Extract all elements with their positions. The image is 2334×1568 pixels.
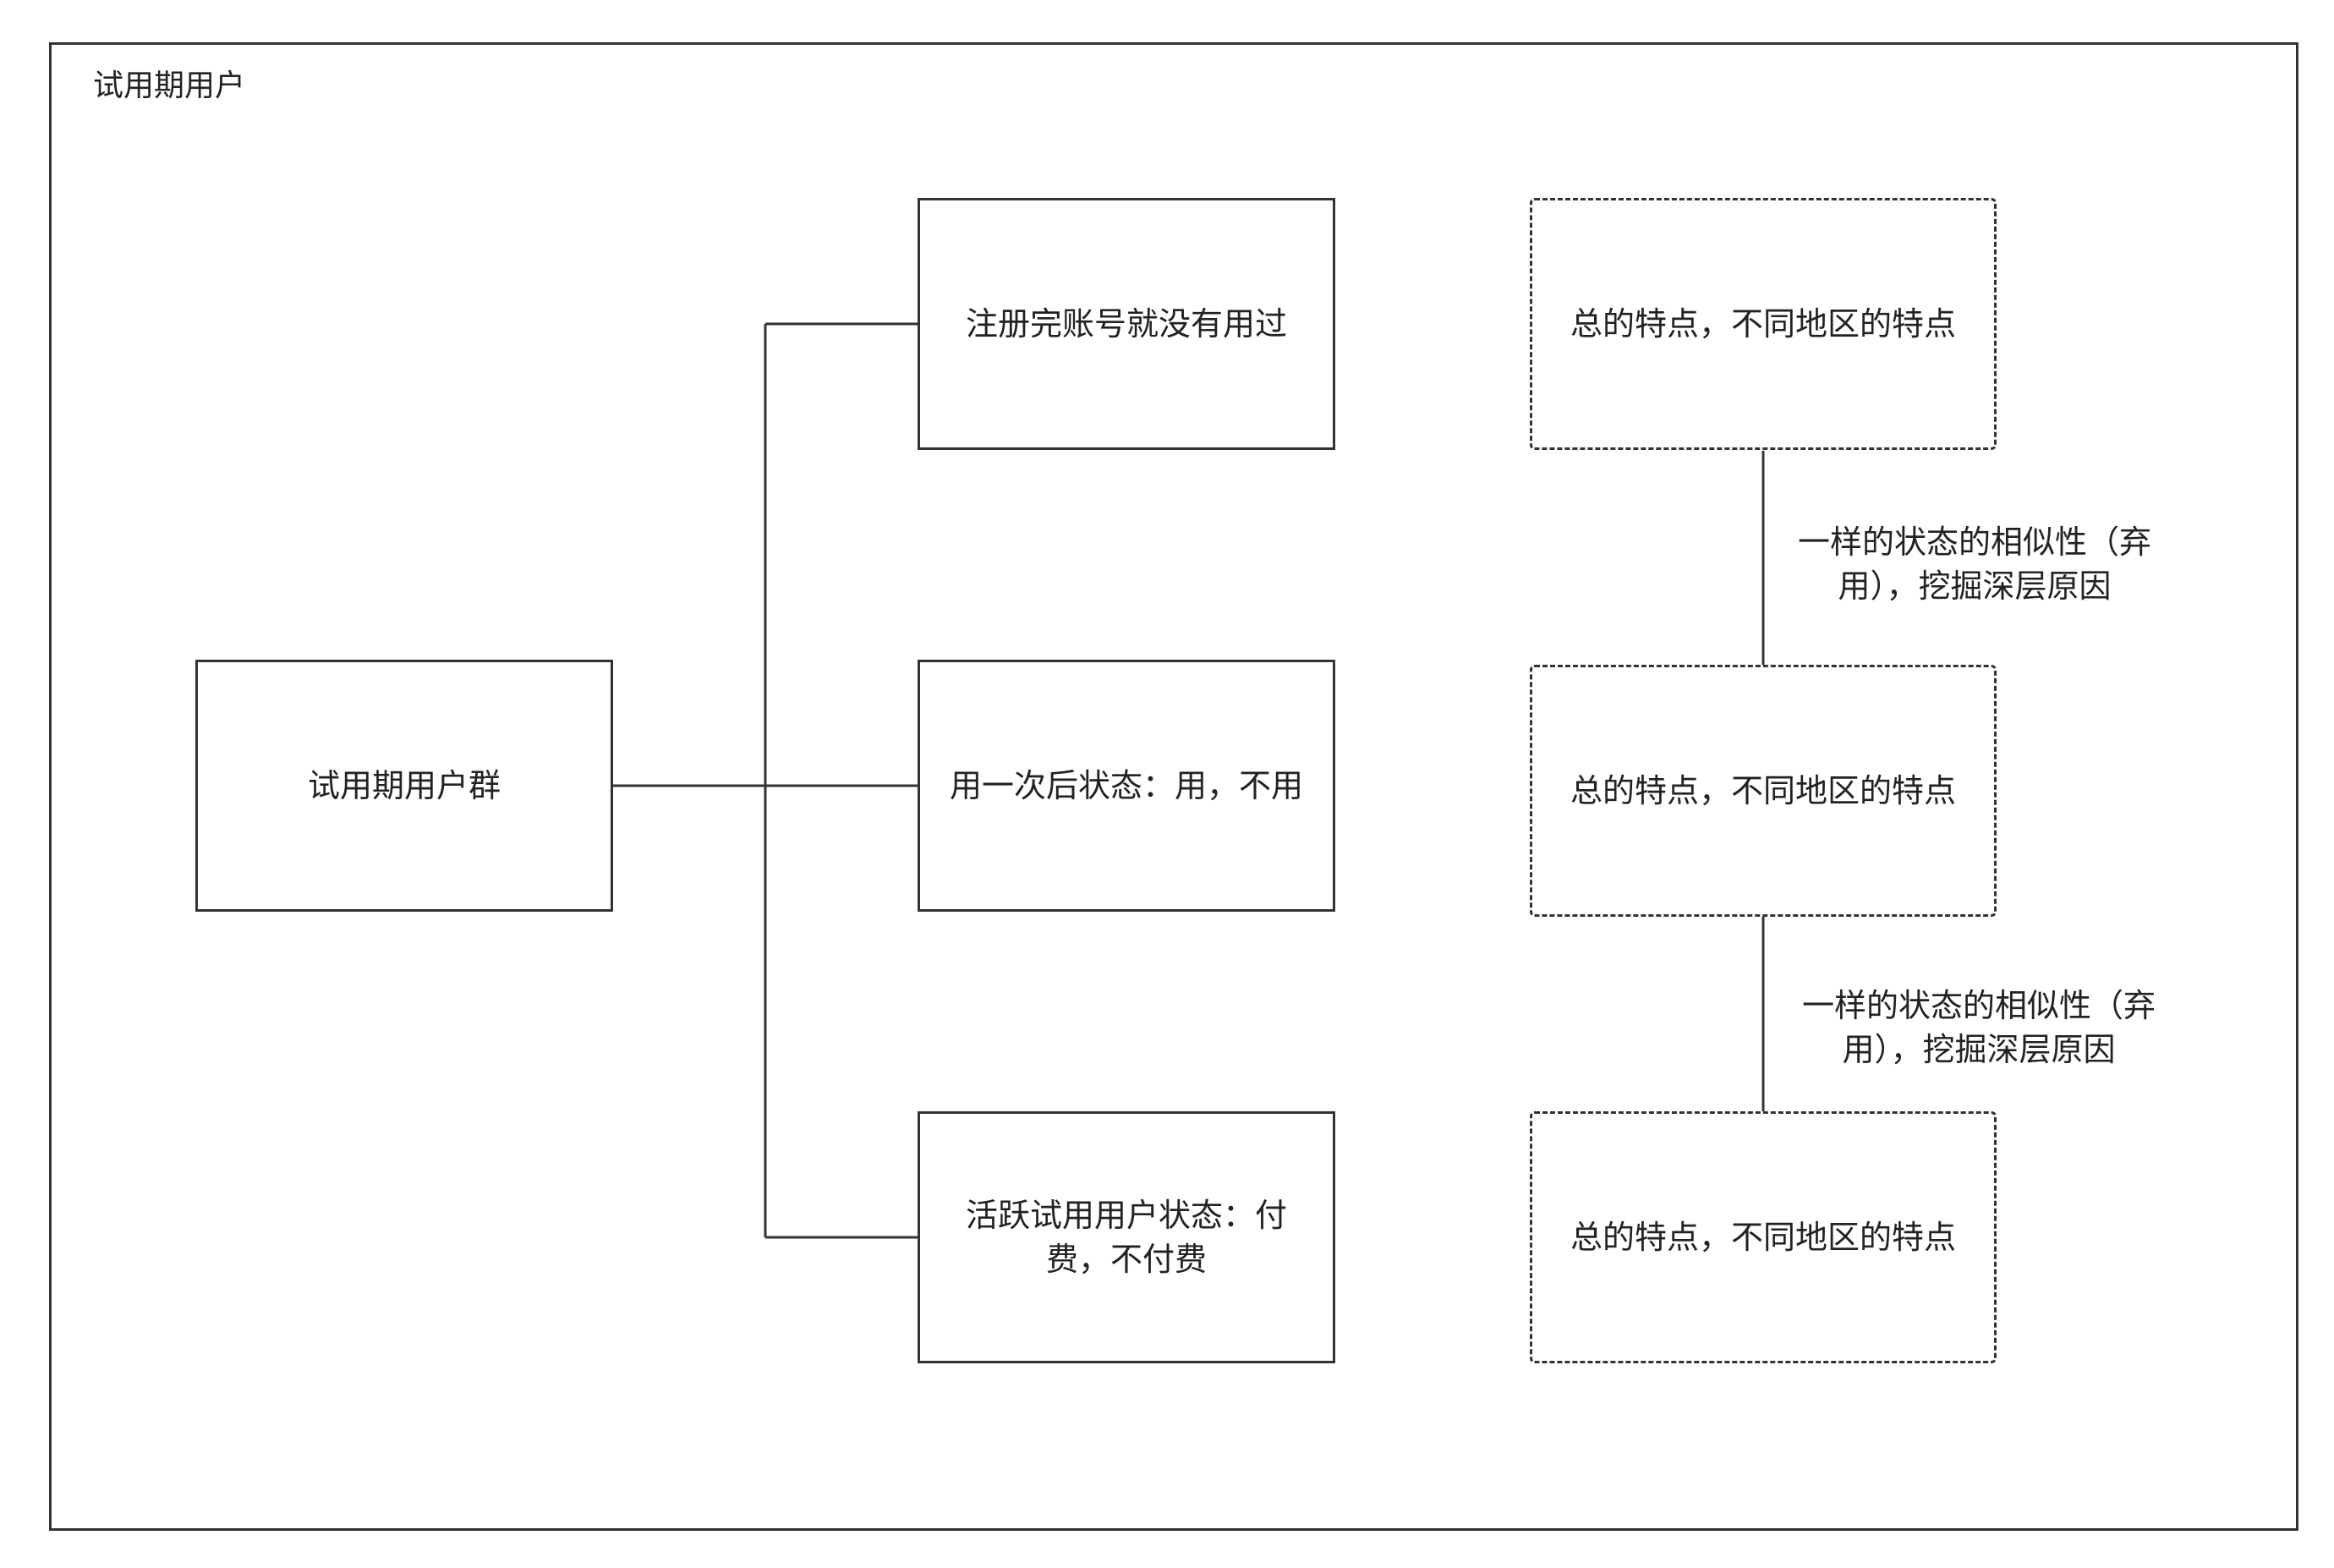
branch-node-label: 活跃试用用户状态：付费，不付费 <box>965 1197 1287 1278</box>
branch-node-label: 用一次后状态：用，不用 <box>949 767 1303 804</box>
branch-node: 用一次后状态：用，不用 <box>918 660 1335 912</box>
feature-node: 总的特点，不同地区的特点 <box>1530 1111 1997 1363</box>
feature-node: 总的特点，不同地区的特点 <box>1530 198 1997 450</box>
branch-node: 活跃试用用户状态：付费，不付费 <box>918 1111 1335 1363</box>
link-label: 一样的状态的相似性（弃用），挖掘深层原因 <box>1780 520 2169 608</box>
feature-node: 总的特点，不同地区的特点 <box>1530 665 1997 917</box>
feature-node-label: 总的特点，不同地区的特点 <box>1570 772 1956 809</box>
root-node: 试用期用户群 <box>195 660 613 912</box>
link-label: 一样的状态的相似性（弃用），挖掘深层原因 <box>1784 984 2173 1072</box>
diagram-frame <box>49 42 2298 1531</box>
feature-node-label: 总的特点，不同地区的特点 <box>1570 1219 1956 1256</box>
root-node-label: 试用期用户群 <box>307 767 501 804</box>
branch-node: 注册完账号就没有用过 <box>918 198 1335 450</box>
feature-node-label: 总的特点，不同地区的特点 <box>1570 305 1956 343</box>
branch-node-label: 注册完账号就没有用过 <box>965 305 1287 343</box>
frame-title: 试用期用户 <box>93 69 246 103</box>
